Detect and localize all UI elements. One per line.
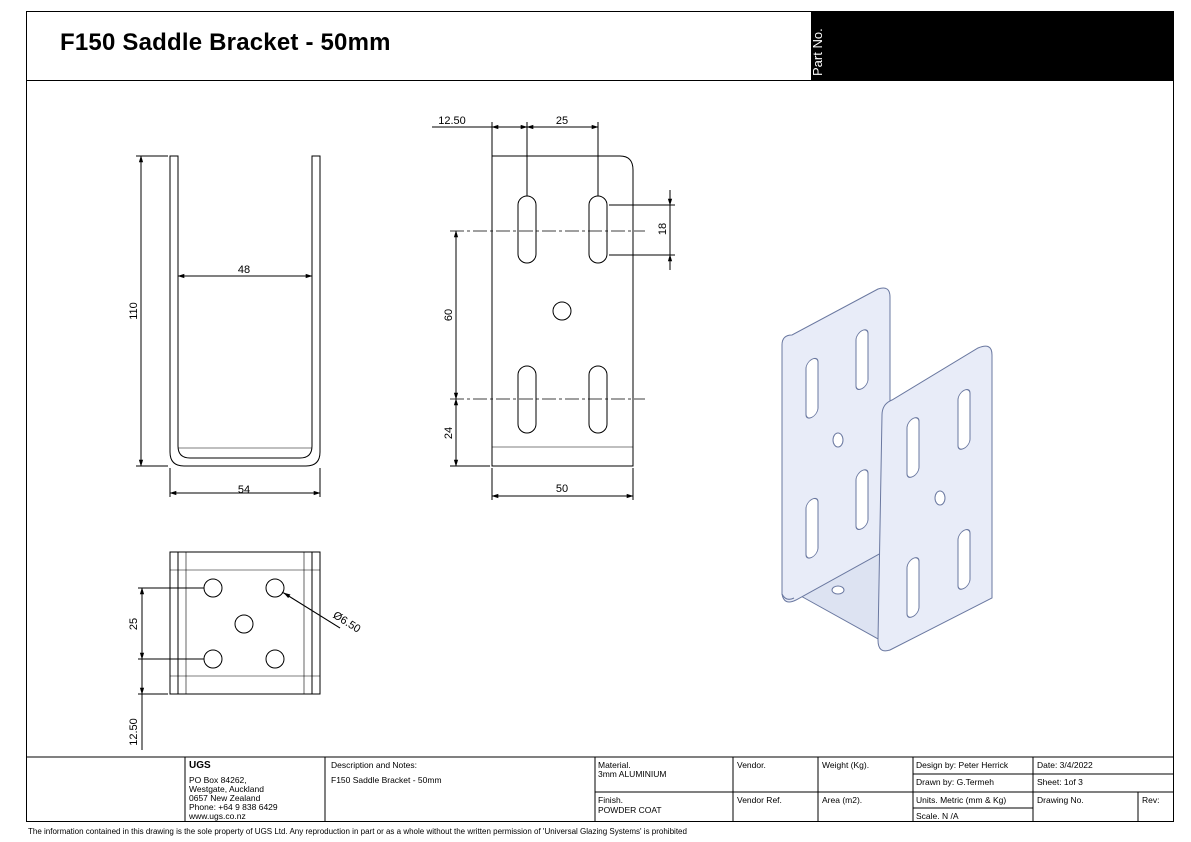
company-name: UGS <box>189 760 211 771</box>
dim-front-width: 54 <box>238 484 250 496</box>
dim-side-bottom: 24 <box>443 427 455 439</box>
vendor-ref-label: Vendor Ref. <box>737 795 782 805</box>
designer: Design by: Peter Herrick <box>916 760 1009 770</box>
drawing-frame <box>26 11 1174 822</box>
sheet: Sheet: 1of 3 <box>1037 777 1083 787</box>
description-label: Description and Notes: <box>331 760 417 770</box>
address-line: Westgate, Auckland <box>189 784 264 794</box>
finish-label: Finish. <box>598 795 624 805</box>
title-block-grid <box>26 756 1174 822</box>
dim-side-pitch: 25 <box>556 115 568 127</box>
material-value: 3mm ALUMINIUM <box>598 769 667 779</box>
description-text: F150 Saddle Bracket - 50mm <box>331 775 442 785</box>
dim-front-height: 110 <box>128 302 140 320</box>
dim-side-offset: 12.50 <box>438 115 466 127</box>
revision-label: Rev: <box>1142 795 1160 805</box>
material-label: Material. <box>598 760 631 770</box>
bottom-view <box>138 551 341 750</box>
phone-line: Phone: +64 9 838 6429 <box>189 802 278 812</box>
dim-hole-diameter: Ø6.50 <box>331 609 363 635</box>
part-number-box <box>811 11 1174 81</box>
finish-value: POWDER COAT <box>598 805 662 815</box>
address-line: 0657 New Zealand <box>189 793 261 803</box>
drawing-title: F150 Saddle Bracket - 50mm <box>60 29 391 56</box>
area-label: Area (m2). <box>822 795 863 805</box>
isometric-view <box>781 287 993 652</box>
website-line: www.ugs.co.nz <box>189 811 246 821</box>
dim-side-width: 50 <box>556 483 568 495</box>
weight-label: Weight (Kg). <box>822 760 870 770</box>
title-bar <box>26 11 811 81</box>
date: Date: 3/4/2022 <box>1037 760 1093 770</box>
side-view <box>432 122 675 500</box>
units: Units. Metric (mm & Kg) <box>916 795 1007 805</box>
dim-bottom-offset: 12.50 <box>128 718 140 746</box>
vendor-label: Vendor. <box>737 760 766 770</box>
drawing-number-label: Drawing No. <box>1037 795 1084 805</box>
copyright-notice: The information contained in this drawin… <box>28 827 687 836</box>
scale: Scale. N /A <box>916 811 959 821</box>
dim-front-inner: 48 <box>238 264 250 276</box>
address-line: PO Box 84262, <box>189 775 247 785</box>
drafter: Drawn by: G.Termeh <box>916 777 994 787</box>
front-view <box>136 155 321 497</box>
dim-bottom-pitch: 25 <box>128 618 140 630</box>
dim-side-spacing: 60 <box>443 309 455 321</box>
dim-side-slot: 18 <box>657 223 669 235</box>
